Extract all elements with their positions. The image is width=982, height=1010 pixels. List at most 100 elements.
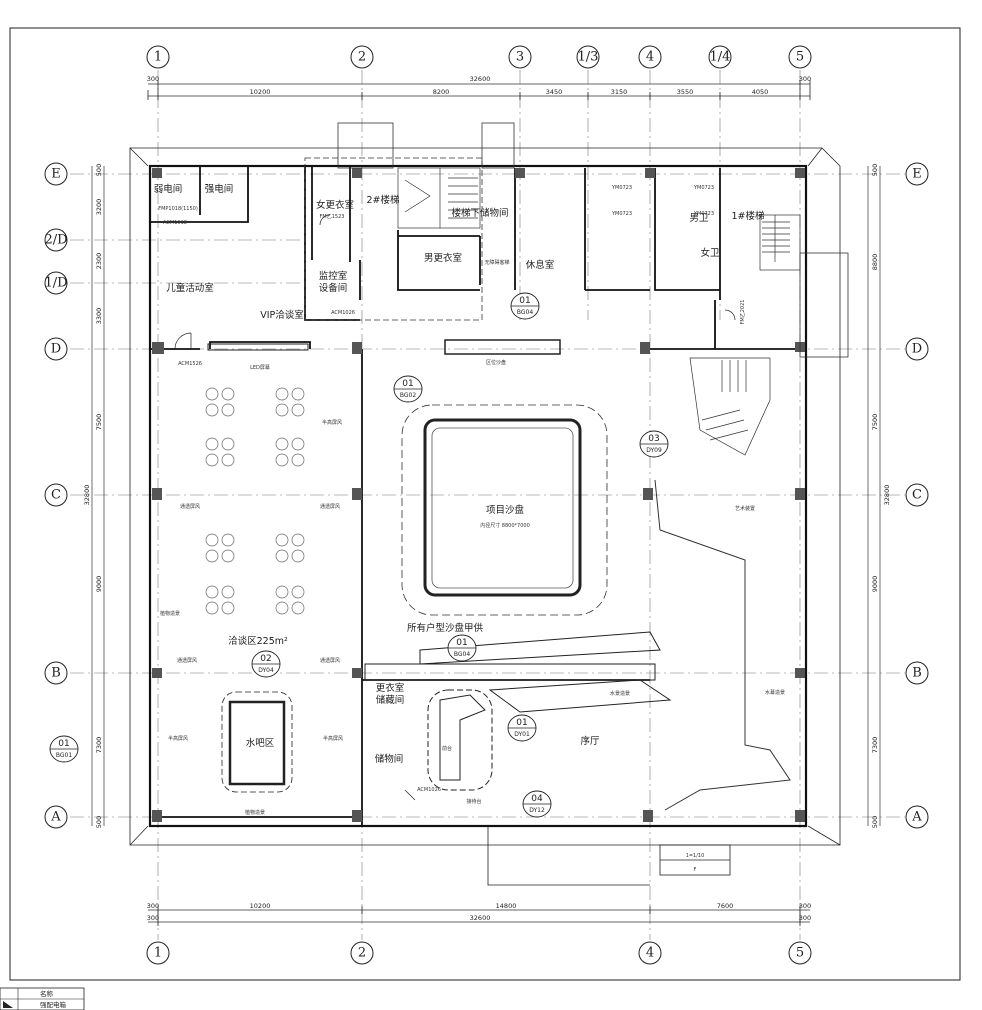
- room-locker-storage-line2: 储藏间: [376, 694, 405, 706]
- dim-left-seg: 7300: [95, 737, 103, 754]
- grid-bubble-left: 1/D: [44, 271, 68, 295]
- dim-left-seg: 2300: [95, 253, 103, 270]
- room-front-desk: 前台: [442, 745, 452, 752]
- room-female-wc: 女卫: [700, 247, 720, 259]
- label-art: 艺术装置: [735, 505, 755, 512]
- stair-1: [759, 214, 801, 271]
- dimension-lines: [91, 83, 881, 923]
- svg-text:D: D: [51, 342, 61, 357]
- svg-text:2: 2: [358, 946, 366, 961]
- grid-bubble-right: B: [905, 661, 929, 685]
- room-vip: VIP洽谈室: [260, 309, 304, 321]
- room-kids: 儿童活动室: [166, 282, 214, 294]
- label-screen2-b: 通透屏风: [320, 503, 340, 510]
- svg-text:DY12: DY12: [529, 807, 545, 814]
- table-set: [205, 437, 235, 467]
- svg-text:D: D: [912, 342, 922, 357]
- grid-bubble-left: E: [44, 162, 68, 186]
- dim-top-seg: 4050: [752, 88, 769, 96]
- water-scene-outline: [654, 479, 791, 811]
- dim-top-seg: 8200: [433, 88, 450, 96]
- dim-right-total: 32800: [883, 485, 891, 506]
- grid-bubble-top: 3: [508, 45, 532, 69]
- dim-top-seg: 3150: [611, 88, 628, 96]
- svg-text:A: A: [50, 810, 61, 825]
- table-set: [205, 387, 235, 417]
- dim-left-seg: 3200: [95, 199, 103, 216]
- dim-bottom-seg: 7600: [717, 902, 734, 910]
- legend-panel-icon: [3, 1001, 13, 1008]
- legend-row: 强配电箱: [40, 1000, 67, 1009]
- room-rest: 休息室: [526, 259, 555, 271]
- room-labels: 弱电间 强电间 儿童活动室 VIP洽谈室 女更衣室 2#楼梯 楼梯下储物间 男更…: [154, 183, 785, 816]
- roof-hatches: [337, 122, 849, 358]
- svg-text:BG04: BG04: [517, 309, 533, 316]
- grid-bubble-left: A: [44, 805, 68, 829]
- room-elevator: 无障碍客梯: [484, 259, 509, 266]
- door-code: FM乙2021: [739, 300, 746, 325]
- dim-right-seg: 7300: [871, 737, 879, 754]
- stair-2: [397, 167, 481, 229]
- svg-text:01: 01: [58, 739, 69, 749]
- exterior-walls: [148, 164, 808, 828]
- led-screen-bar: [207, 343, 309, 351]
- dim-right-edge: 500: [871, 164, 879, 176]
- svg-text:B: B: [51, 666, 61, 681]
- dim-top-seg: 10200: [250, 88, 271, 96]
- scale-box-bottom: F: [694, 867, 697, 873]
- doors: [174, 214, 736, 801]
- table-set: [275, 585, 305, 615]
- svg-text:A: A: [911, 810, 922, 825]
- room-hall: 序厅: [580, 735, 600, 747]
- grid-bubble-bottom: 1: [146, 941, 170, 965]
- door-code: ACM1026: [331, 310, 355, 316]
- structural-columns: [152, 168, 805, 822]
- room-storage: 储物间: [375, 753, 404, 765]
- grid-bubble-top: 1/4: [708, 45, 732, 69]
- grid-bubble-left: C: [44, 483, 68, 507]
- room-locker-storage-line1: 更衣室: [376, 682, 405, 694]
- dim-left-total: 32800: [83, 485, 91, 506]
- dim-bottom-edge: 300: [799, 902, 811, 910]
- room-monitor-line1: 监控室: [319, 270, 348, 282]
- grid-bubble-top: 2: [350, 45, 374, 69]
- svg-text:2/D: 2/D: [44, 233, 67, 248]
- label-led: LED屏幕: [250, 364, 270, 371]
- table-set: [205, 585, 235, 615]
- door-code: ACM1018: [163, 220, 187, 226]
- dim-left-seg: 9000: [95, 576, 103, 593]
- svg-text:02: 02: [260, 654, 271, 664]
- dim-bottom-seg: 14800: [496, 902, 517, 910]
- dim-bottom-edge: 300: [147, 902, 159, 910]
- room-under-stair: 楼梯下储物间: [451, 207, 508, 219]
- label-plants: 植物造景: [160, 610, 180, 617]
- svg-text:DY01: DY01: [514, 731, 530, 738]
- room-stair1: 1#楼梯: [731, 210, 765, 222]
- sandtable-label: 项目沙盘: [486, 504, 525, 516]
- svg-text:01: 01: [402, 379, 413, 389]
- svg-text:03: 03: [648, 434, 659, 444]
- dim-top-edge-left: 300: [147, 75, 159, 83]
- dim-bottom-total: 32600: [470, 914, 491, 922]
- interior-walls: [150, 166, 800, 826]
- table-set: [205, 533, 235, 563]
- grid-bubble-right: D: [905, 337, 929, 361]
- svg-text:01: 01: [519, 296, 530, 306]
- label-screen: 半高屏风: [322, 419, 342, 426]
- grid-bubble-left: B: [44, 661, 68, 685]
- label-plant-bottom: 植物造景: [245, 809, 265, 816]
- dim-bottom-edge: 300: [147, 914, 159, 922]
- svg-text:5: 5: [796, 946, 804, 961]
- female-locker-dashed: [304, 157, 483, 321]
- room-stair2: 2#楼梯: [366, 194, 400, 206]
- sandtable-size: 内径尺寸 8800*7000: [480, 522, 530, 529]
- dim-left-seg: 7500: [95, 414, 103, 431]
- sandtable: [401, 404, 608, 616]
- room-female-locker: 女更衣室: [316, 199, 354, 211]
